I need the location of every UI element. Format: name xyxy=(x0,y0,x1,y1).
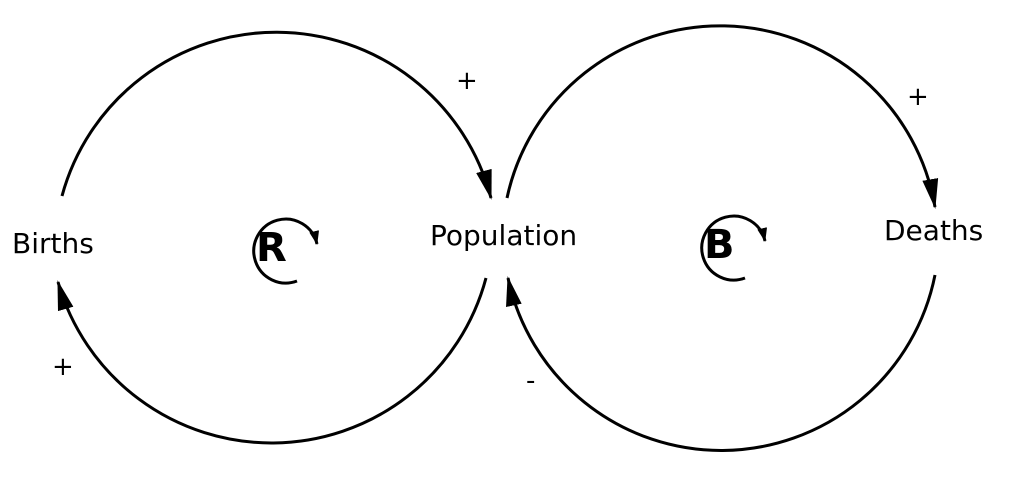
node-population: Population xyxy=(430,219,578,252)
loop-label-r: R xyxy=(256,225,287,271)
link-births-to-population xyxy=(60,30,493,200)
link-deaths-to-population xyxy=(506,274,937,452)
reinforcing-loop-icon xyxy=(252,217,319,285)
link-population-to-births xyxy=(56,277,488,445)
node-births: Births xyxy=(12,227,94,260)
node-deaths: Deaths xyxy=(884,214,984,247)
polarity-population-births: + xyxy=(52,352,74,382)
loop-label-b: B xyxy=(704,222,735,268)
link-population-to-deaths xyxy=(505,24,939,209)
polarity-population-deaths: + xyxy=(907,82,929,112)
polarity-deaths-population: - xyxy=(526,366,536,396)
polarity-births-population: + xyxy=(456,66,478,96)
balancing-loop-icon xyxy=(700,214,767,282)
